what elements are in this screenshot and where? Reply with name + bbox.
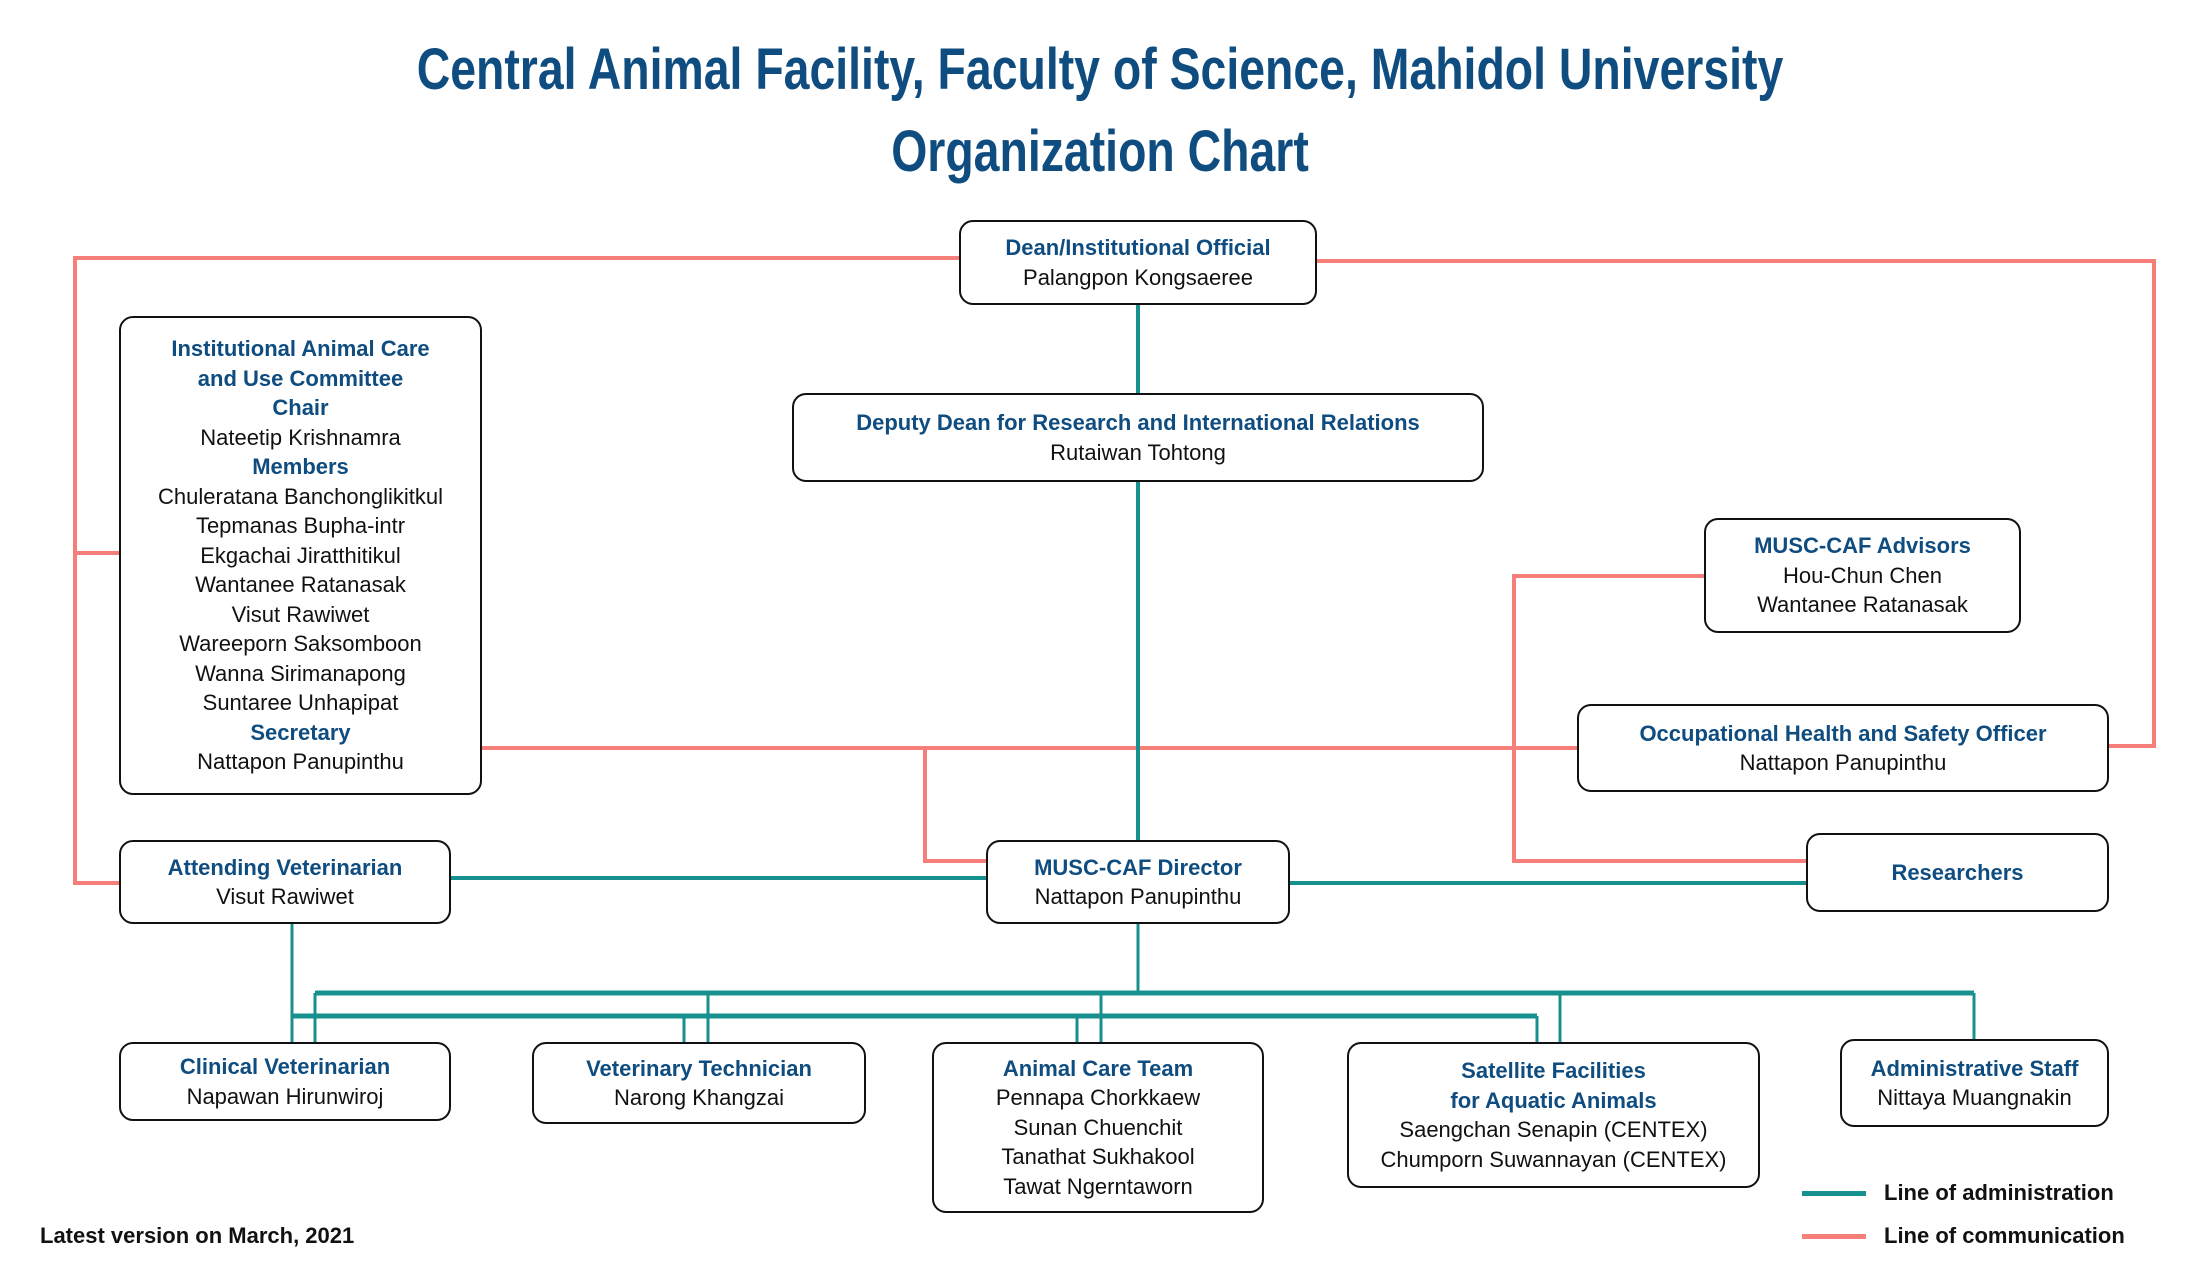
node-director: MUSC-CAF Director Nattapon Panupinthu — [986, 840, 1290, 924]
node-ohs-officer: Occupational Health and Safety Officer N… — [1577, 704, 2109, 792]
chair-label: Chair — [272, 395, 329, 421]
comm-dean-left — [73, 256, 959, 885]
node-name: Palangpon Kongsaeree — [1023, 264, 1253, 290]
member-name: Wareeporn Saksomboon — [179, 631, 422, 657]
node-role: Clinical Veterinarian — [179, 1054, 391, 1079]
node-veterinary-technician: Veterinary Technician Narong Khangzai — [532, 1042, 866, 1124]
node-role: Veterinary Technician — [586, 1055, 812, 1081]
node-name: Nittaya Muangnakin — [1877, 1085, 2072, 1110]
members-label: Members — [252, 454, 349, 480]
node-role: MUSC-CAF Director — [1034, 854, 1242, 880]
comm-director — [923, 748, 986, 863]
member-name: Chuleratana Banchonglikitkul — [158, 483, 443, 509]
node-role: Institutional Animal Care — [171, 336, 430, 362]
node-name: Saengchan Senapin (CENTEX) — [1399, 1117, 1708, 1142]
chart-subtitle: Organization Chart — [891, 119, 1309, 184]
node-name: Chumporn Suwannayan (CENTEX) — [1380, 1146, 1727, 1172]
node-name: Nattapon Panupinthu — [1739, 750, 1947, 775]
node-name: Nateetip Krishnamra — [200, 424, 401, 450]
communication-lines — [73, 256, 2156, 885]
member-name: Wantanee Ratanasak — [195, 572, 406, 598]
legend-communication-label: Line of communication — [1884, 1223, 2125, 1248]
node-role: Deputy Dean for Research and Internation… — [856, 410, 1420, 435]
node-role: and Use Committee — [197, 365, 404, 391]
node-name: Nattapon Panupinthu — [1034, 884, 1242, 909]
node-administrative-staff: Administrative Staff Nittaya Muangnakin — [1840, 1039, 2109, 1127]
node-role: Dean/Institutional Official — [1005, 235, 1271, 260]
node-name: Nattapon Panupinthu — [197, 749, 404, 775]
node-clinical-veterinarian: Clinical Veterinarian Napawan Hirunwiroj — [119, 1042, 451, 1121]
node-name: Napawan Hirunwiroj — [186, 1083, 384, 1109]
chart-title: Central Animal Facility, Faculty of Scie… — [416, 37, 1784, 102]
node-role: Animal Care Team — [1002, 1055, 1194, 1081]
administration-lines — [290, 305, 1976, 1042]
legend-administration-swatch — [1802, 1191, 1866, 1196]
node-name: Wantanee Ratanasak — [1757, 592, 1968, 618]
node-attending-veterinarian: Attending Veterinarian Visut Rawiwet — [119, 840, 451, 924]
node-role: Occupational Health and Safety Officer — [1639, 720, 2047, 746]
member-name: Suntaree Unhapipat — [202, 690, 399, 716]
node-name: Narong Khangzai — [613, 1085, 784, 1110]
node-deputy-dean: Deputy Dean for Research and Internation… — [792, 393, 1484, 482]
legend-communication-swatch — [1802, 1234, 1866, 1239]
node-animal-care-team: Animal Care Team Pennapa Chorkkaew Sunan… — [932, 1042, 1264, 1213]
node-name: Hou-Chun Chen — [1783, 562, 1942, 588]
node-role: Satellite Facilities — [1461, 1058, 1646, 1083]
comm-advisors-researchers — [1512, 574, 1806, 863]
member-name: Ekgachai Jiratthitikul — [200, 542, 401, 568]
node-role: Researchers — [1891, 859, 2024, 885]
node-satellite-facilities: Satellite Facilities for Aquatic Animals… — [1347, 1042, 1760, 1188]
member-name: Tepmanas Bupha-intr — [195, 513, 406, 539]
node-role: MUSC-CAF Advisors — [1754, 533, 1971, 559]
legend-administration-label: Line of administration — [1884, 1180, 2114, 1205]
node-name: Sunan Chuenchit — [1013, 1114, 1183, 1140]
version-note: Latest version on March, 2021 — [40, 1223, 355, 1248]
node-name: Tawat Ngerntaworn — [1003, 1173, 1193, 1199]
node-role: Administrative Staff — [1870, 1055, 2079, 1081]
node-advisors: MUSC-CAF Advisors Hou-Chun Chen Wantanee… — [1704, 518, 2021, 633]
node-iacuc: Institutional Animal Care and Use Commit… — [119, 316, 482, 795]
node-name: Rutaiwan Tohtong — [1050, 439, 1226, 465]
member-name: Wanna Sirimanapong — [195, 660, 406, 686]
node-dean: Dean/Institutional Official Palangpon Ko… — [959, 220, 1317, 305]
comm-dean-right — [1317, 259, 2156, 748]
node-role: for Aquatic Animals — [1450, 1087, 1657, 1113]
member-name: Visut Rawiwet — [231, 601, 370, 627]
node-researchers: Researchers — [1806, 833, 2109, 912]
node-name: Pennapa Chorkkaew — [995, 1085, 1201, 1111]
node-name: Visut Rawiwet — [216, 884, 354, 909]
node-role: Attending Veterinarian — [167, 854, 403, 880]
node-name: Tanathat Sukhakool — [1001, 1144, 1195, 1170]
secretary-label: Secretary — [250, 719, 351, 745]
